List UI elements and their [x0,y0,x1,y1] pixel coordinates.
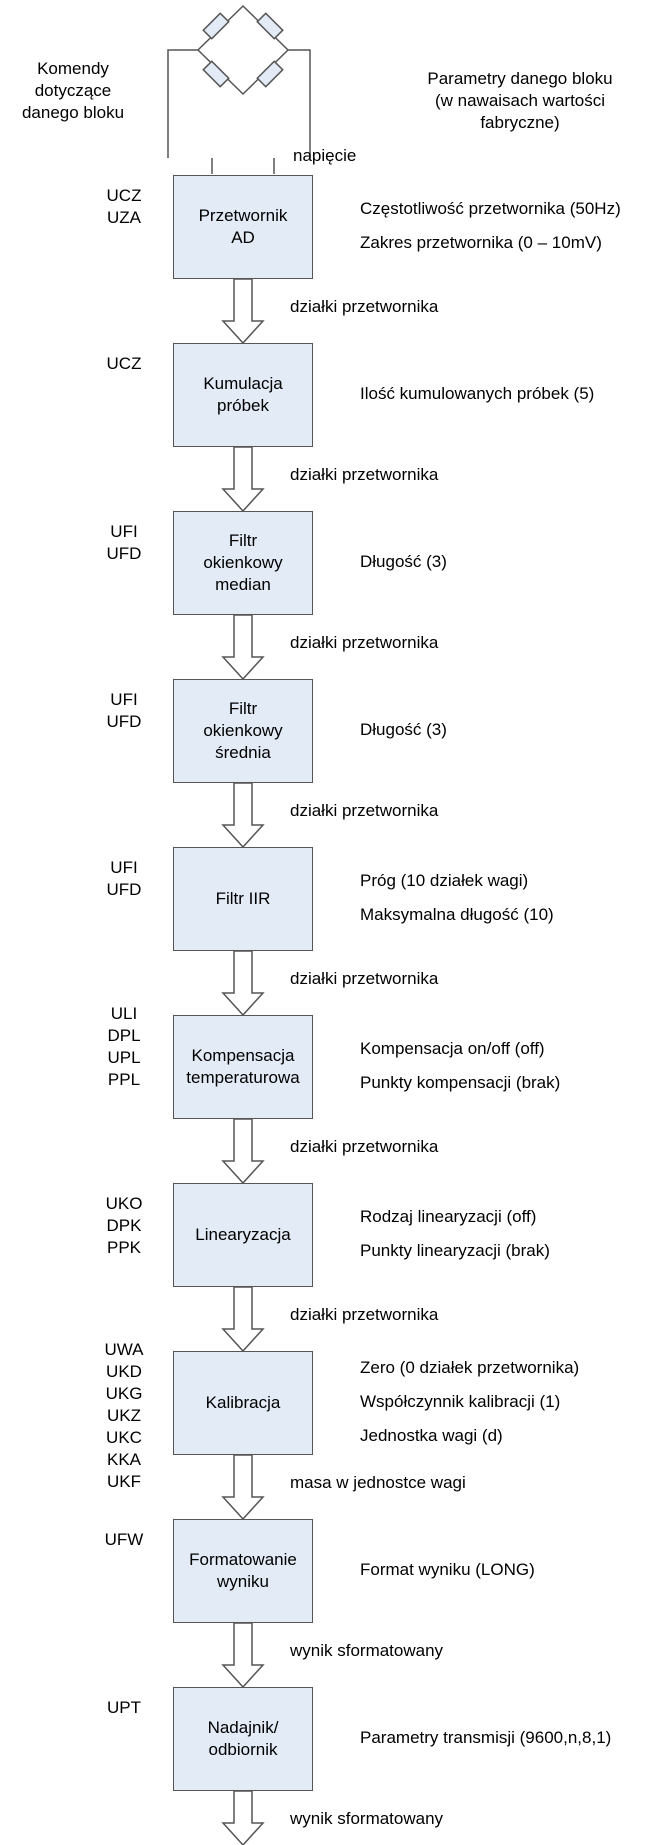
flow-label: działki przetwornika [290,969,439,988]
block-commands: UKO DPK PPK [105,1194,143,1257]
block-label: Kumulacja próbek [203,374,283,415]
block-label: Filtr okienkowy median [203,531,283,594]
bridge-wire-right [288,49,311,158]
block-label: Formatowanie wyniku [189,1550,297,1591]
resistor-2 [256,12,284,40]
block-label: Linearyzacja [195,1225,291,1244]
block-parameter: Częstotliwość przetwornika (50Hz) [360,199,621,218]
block-box: Formatowanie wyniku [173,1519,313,1623]
block-commands: UCZ UZA [106,186,142,227]
block-box: Filtr okienkowy median [173,511,313,615]
flow-arrows [221,278,265,1845]
flow-label: działki przetwornika [290,465,439,484]
flow-label: działki przetwornika [290,633,439,652]
resistor-3 [202,60,230,88]
bridge-symbol [167,4,311,174]
block-parameter: Ilość kumulowanych próbek (5) [360,384,595,403]
block-box: Filtr IIR [173,847,313,951]
flow-label: działki przetwornika [290,801,439,820]
block-label: Filtr IIR [215,889,271,908]
block-parameter: Jednostka wagi (d) [360,1426,503,1445]
commands-note: Komendy dotyczące danego bloku [21,59,125,122]
block-commands: UCZ [106,354,142,373]
flow-label: działki przetwornika [290,1305,439,1324]
block-label: Kompensacja temperaturowa [186,1046,300,1087]
block-label: Kalibracja [205,1393,281,1412]
block-parameter: Kompensacja on/off (off) [360,1039,545,1058]
block-commands: UWA UKD UKG UKZ UKC KKA UKF [104,1340,144,1491]
block-parameter: Zakres przetwornika (0 – 10mV) [360,233,602,252]
block-box: Kompensacja temperaturowa [173,1015,313,1119]
block-label: Nadajnik/ odbiornik [207,1718,279,1759]
block-parameter: Długość (3) [360,720,447,739]
flow-arrow [221,950,265,1017]
block-parameter: Współczynnik kalibracji (1) [360,1392,561,1411]
flow-arrow [221,1118,265,1185]
block-parameter: Format wyniku (LONG) [360,1560,535,1579]
flow-label: działki przetwornika [290,1137,439,1156]
input-label: napięcie [293,146,357,165]
block-box: Linearyzacja [173,1183,313,1287]
flow-arrow [221,614,265,681]
params-note: Parametry danego bloku (w nawaisach wart… [427,69,613,132]
flow-label: masa w jednostce wagi [290,1473,466,1492]
resistor-1 [202,12,230,40]
flow-arrow [221,1454,265,1521]
block-box: Przetwornik AD [173,175,313,279]
flow-arrow [221,278,265,345]
block-parameter: Próg (10 działek wagi) [360,871,529,890]
block-box: Nadajnik/ odbiornik [173,1687,313,1791]
flow-arrow [221,1622,265,1689]
block-label: Filtr okienkowy średnia [203,699,283,762]
block-parameter: Długość (3) [360,552,447,571]
block-commands: UFI UFD [106,858,142,899]
flow-arrow [221,446,265,513]
block-commands: ULI DPL UPL PPL [107,1004,141,1089]
flow-arrow [221,1286,265,1353]
block-parameter: Punkty linearyzacji (brak) [360,1241,550,1260]
flow-arrow [221,1790,265,1845]
flow-label: wynik sformatowany [290,1809,444,1828]
block-box: Kalibracja [173,1351,313,1455]
block-parameter: Maksymalna długość (10) [360,905,554,924]
block-parameter: Zero (0 działek przetwornika) [360,1358,580,1377]
block-parameter: Rodzaj linearyzacji (off) [360,1207,537,1226]
block-commands: UFW [104,1530,144,1549]
resistor-4 [256,60,284,88]
flow-label: działki przetwornika [290,297,439,316]
block-box: Filtr okienkowy średnia [173,679,313,783]
block-commands: UPT [107,1698,141,1717]
block-commands: UFI UFD [106,690,142,731]
block-commands: UFI UFD [106,522,142,563]
block-box: Kumulacja próbek [173,343,313,447]
block-label: Przetwornik AD [198,206,288,247]
block-parameter: Punkty kompensacji (brak) [360,1073,561,1092]
bridge-wire-left [167,49,198,158]
flow-label: wynik sformatowany [290,1641,444,1660]
flow-arrow [221,782,265,849]
block-parameter: Parametry transmisji (9600,n,8,1) [360,1728,612,1747]
bridge-diamond [196,4,290,96]
